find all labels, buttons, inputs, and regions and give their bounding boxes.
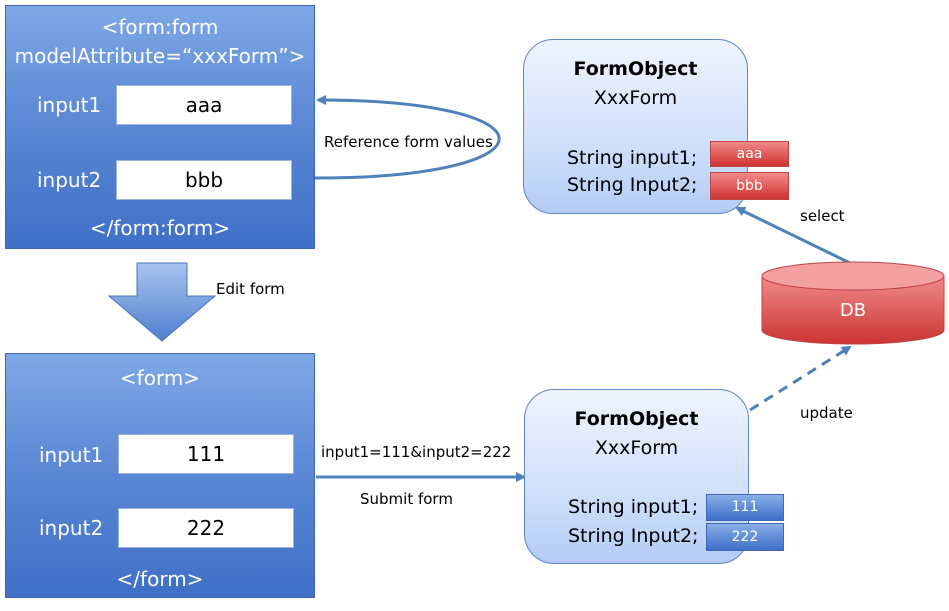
form-object-bottom-subtitle: XxxForm [594, 437, 679, 459]
reference-arrow [314, 95, 501, 180]
bottom-form-input2-field[interactable]: 222 [118, 508, 294, 548]
form-object-top-subtitle: XxxForm [593, 87, 678, 109]
edit-form-label: Edit form [216, 280, 285, 298]
top-form-input1-label: input1 [37, 93, 102, 117]
bottom-form-input2-label: input2 [39, 516, 104, 540]
form-object-top-value2: bbb [710, 172, 789, 200]
form-object-top-field2: String Input2; [567, 174, 698, 196]
update-label: update [800, 404, 853, 422]
top-form-input2-field[interactable]: bbb [116, 160, 292, 200]
submit-form-label: Submit form [360, 490, 453, 508]
top-form-open-tag-2: modelAttribute=“xxxForm”> [14, 44, 306, 68]
reference-label: Reference form values [324, 133, 493, 151]
bottom-form-input1-label: input1 [39, 443, 104, 467]
top-form-open-tag-1: <form:form [101, 15, 219, 39]
db-cylinder [761, 261, 945, 345]
update-arrow [749, 345, 852, 412]
form-object-bottom-field1: String input1; [568, 496, 699, 518]
form-object-bottom-field2: String Input2; [568, 525, 699, 547]
top-form-input2-label: input2 [37, 168, 102, 192]
form-object-top-value1: aaa [710, 141, 789, 167]
form-object-bottom-title: FormObject [574, 408, 699, 430]
db-label: DB [839, 300, 867, 321]
bottom-form-panel: <form> input1 111 input2 222 </form> [5, 353, 315, 598]
form-object-bottom-value1: 111 [706, 494, 784, 521]
edit-down-arrow [107, 262, 217, 342]
bottom-form-open-tag: <form> [119, 366, 201, 390]
top-form-panel: <form:form modelAttribute=“xxxForm”> inp… [5, 5, 315, 249]
select-arrow [735, 206, 853, 266]
select-label: select [800, 207, 845, 225]
top-form-input1-field[interactable]: aaa [116, 85, 292, 125]
form-object-top-field1: String input1; [567, 147, 698, 169]
query-string-label: input1=111&input2=222 [321, 443, 512, 461]
form-object-bottom-value2: 222 [706, 523, 784, 551]
top-form-close-tag: </form:form> [89, 216, 231, 240]
bottom-form-input1-field[interactable]: 111 [118, 434, 294, 474]
form-object-top-title: FormObject [573, 58, 698, 80]
bottom-form-close-tag: </form> [116, 567, 204, 591]
